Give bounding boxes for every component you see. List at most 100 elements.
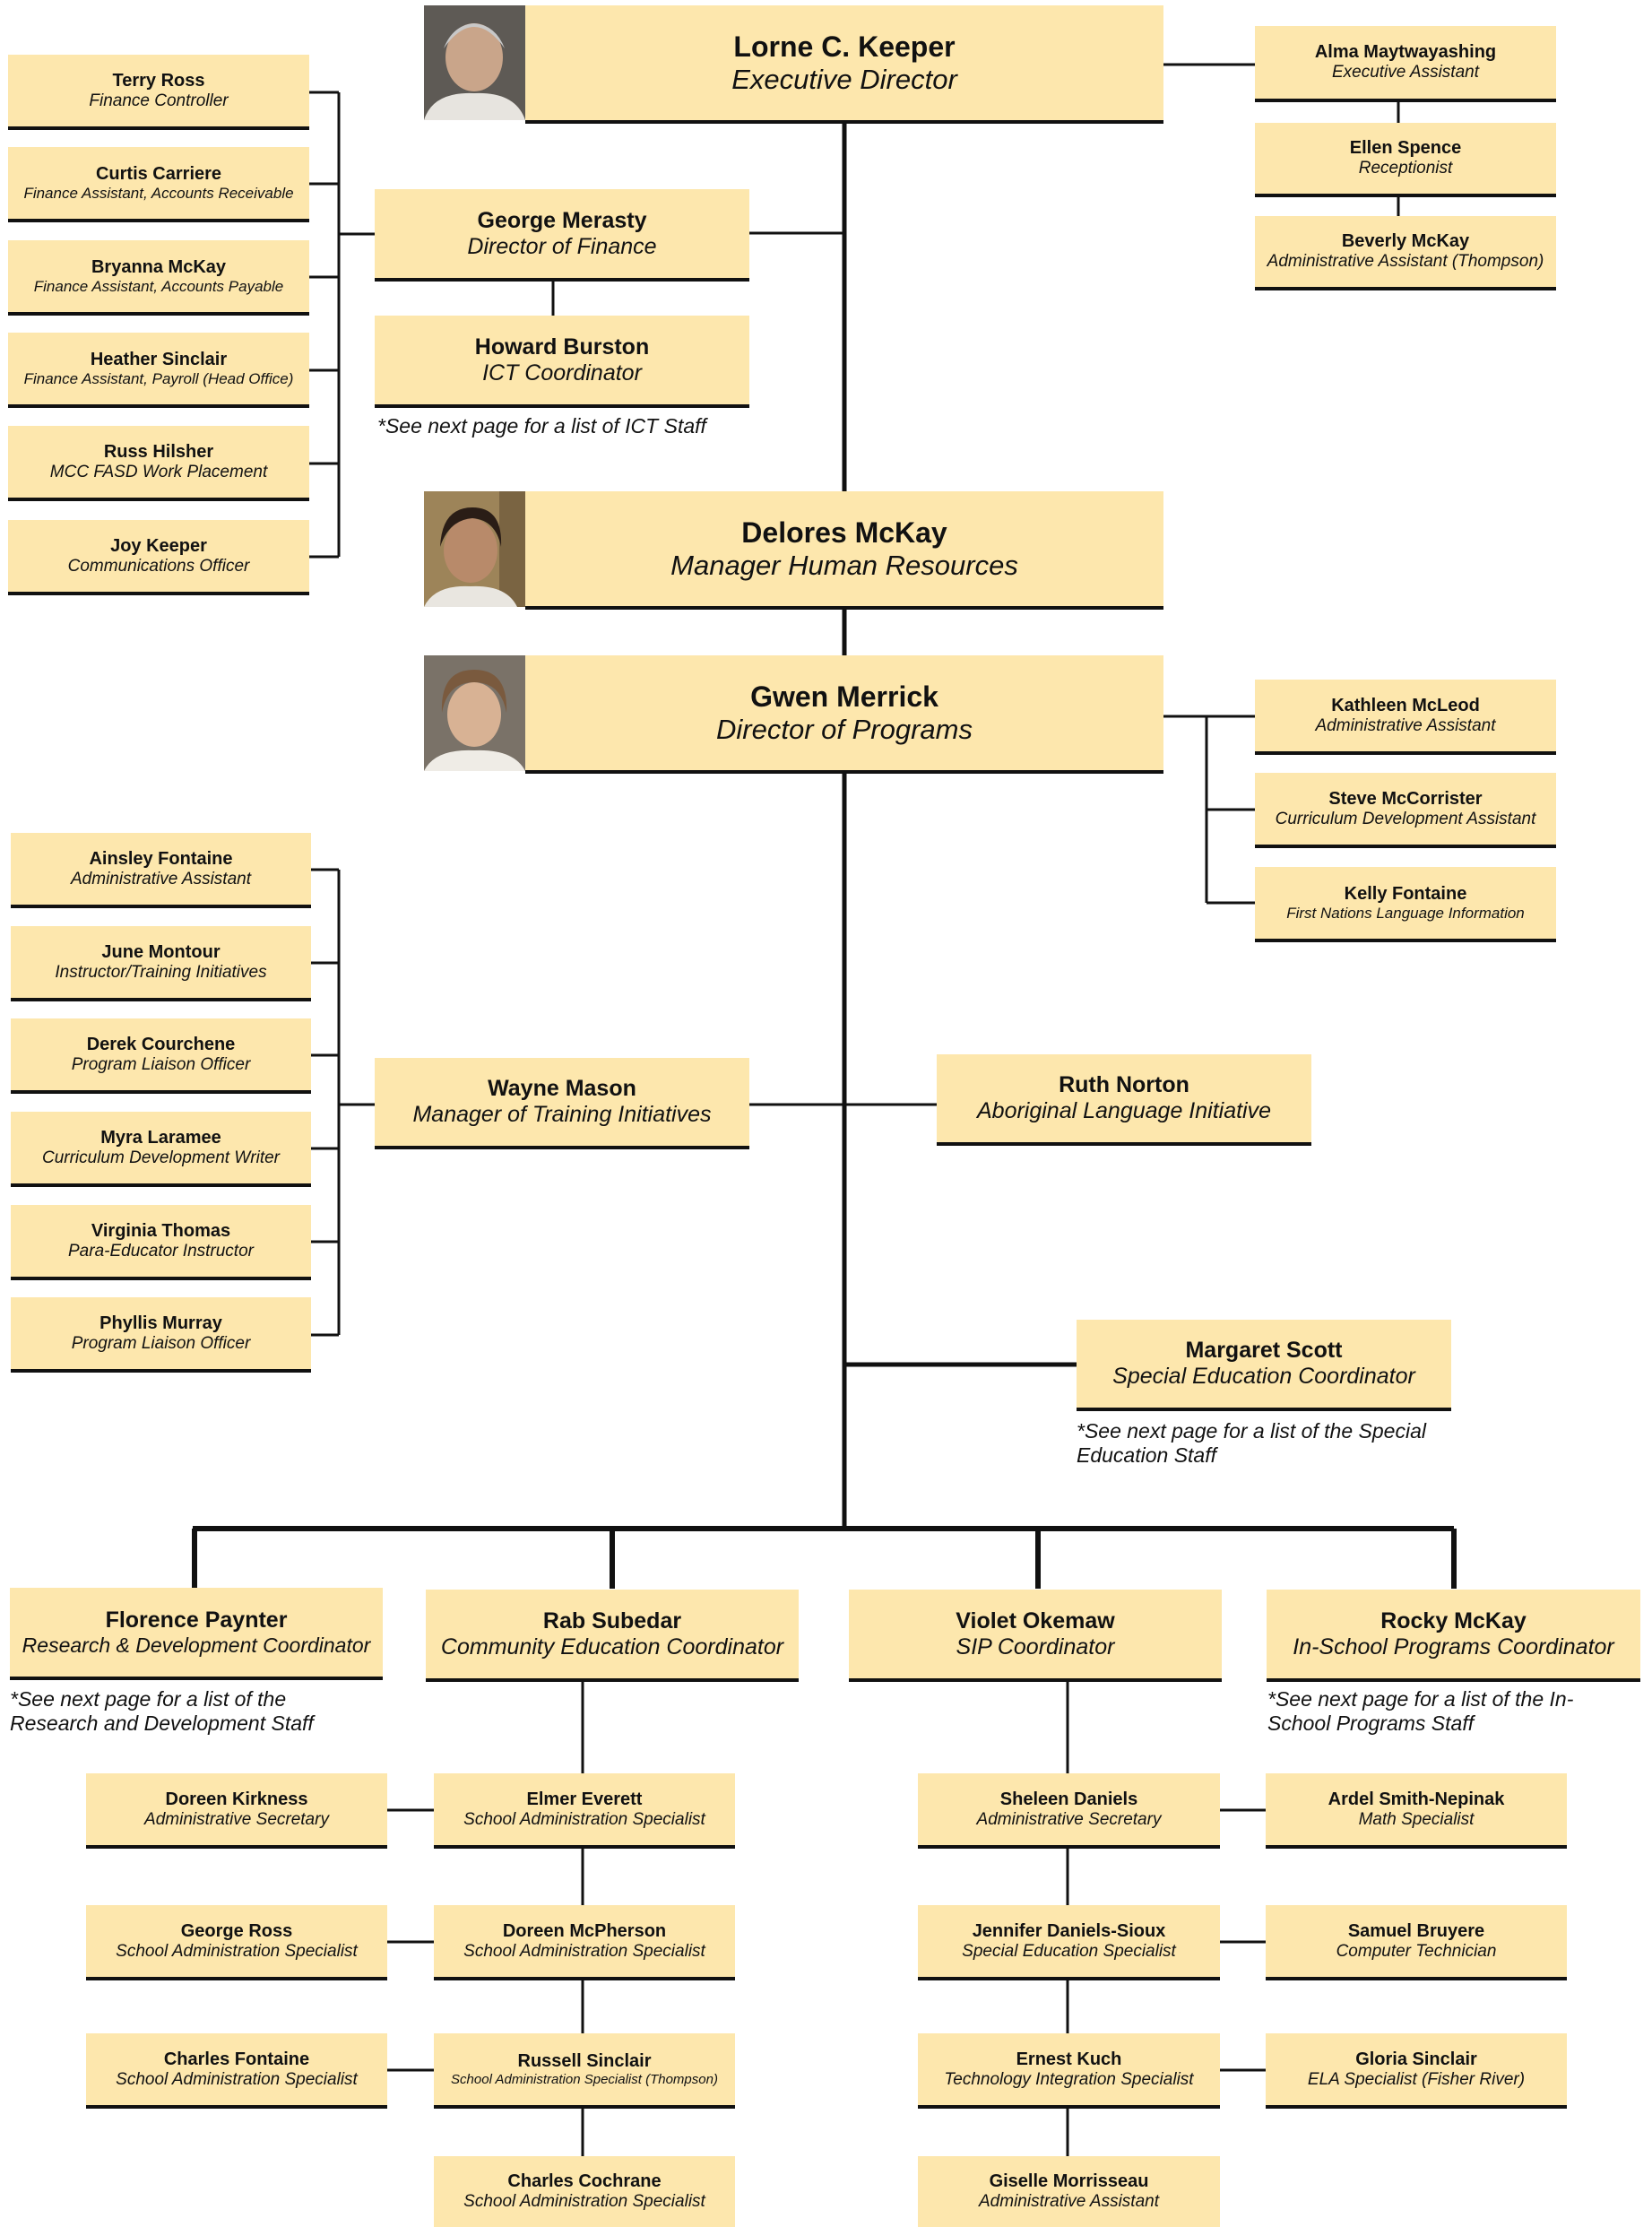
staff-title: Administrative Assistant	[71, 869, 251, 888]
staff-title: School Administration Specialist	[116, 2069, 358, 2089]
staff-name: Bryanna McKay	[91, 256, 227, 277]
sip-staff-box: Giselle Morrisseau Administrative Assist…	[918, 2156, 1220, 2227]
finance-staff-box: Bryanna McKay Finance Assistant, Account…	[8, 240, 309, 316]
programs-director-name: Gwen Merrick	[750, 680, 938, 713]
sip-staff-box: Jennifer Daniels-Sioux Special Education…	[918, 1905, 1220, 1980]
coordinator-title: Research & Development Coordinator	[22, 1633, 371, 1657]
hr-manager-photo	[424, 491, 525, 607]
finance-staff-box: Russ Hilsher MCC FASD Work Placement	[8, 426, 309, 501]
community-side-box: George Ross School Administration Specia…	[86, 1905, 387, 1980]
community-staff-box: Doreen McPherson School Administration S…	[434, 1905, 735, 1980]
executive-title: Executive Director	[731, 63, 957, 95]
ict-name: Howard Burston	[474, 334, 650, 360]
staff-title: MCC FASD Work Placement	[49, 462, 268, 481]
community-staff-box: Russell Sinclair School Administration S…	[434, 2033, 735, 2109]
aboriginal-language-box: Ruth Norton Aboriginal Language Initiati…	[937, 1054, 1311, 1146]
community-side-box: Charles Fontaine School Administration S…	[86, 2033, 387, 2109]
executive-box: Lorne C. Keeper Executive Director	[525, 5, 1163, 124]
staff-title: Finance Assistant, Payroll (Head Office)	[23, 369, 294, 387]
staff-name: Phyllis Murray	[99, 1313, 222, 1333]
training-staff-box: June Montour Instructor/Training Initiat…	[11, 926, 311, 1001]
executive-name: Lorne C. Keeper	[733, 30, 956, 63]
coordinator-note: *See next page for a list of the In-Scho…	[1267, 1687, 1574, 1735]
hr-manager-box: Delores McKay Manager Human Resources	[525, 491, 1163, 610]
finance-staff-box: Joy Keeper Communications Officer	[8, 520, 309, 595]
staff-name: Samuel Bruyere	[1347, 1920, 1485, 1941]
staff-name: Kathleen McLeod	[1331, 695, 1480, 715]
special-ed-title: Special Education Coordinator	[1112, 1364, 1415, 1389]
community-staff-box: Charles Cochrane School Administration S…	[434, 2156, 735, 2227]
staff-name: Beverly McKay	[1341, 231, 1470, 251]
coordinator-box: Florence Paynter Research & Development …	[10, 1588, 383, 1680]
programs-director-photo	[424, 655, 525, 771]
staff-title: Curriculum Development Writer	[41, 1148, 280, 1167]
staff-title: School Administration Specialist	[463, 1941, 705, 1961]
hr-manager-title: Manager Human Resources	[670, 549, 1018, 581]
staff-title: ELA Specialist (Fisher River)	[1307, 2069, 1526, 2089]
staff-name: Joy Keeper	[110, 535, 207, 556]
exec-staff-box: Alma Maytwayashing Executive Assistant	[1255, 26, 1556, 102]
staff-title: Finance Controller	[89, 91, 229, 110]
aboriginal-name: Ruth Norton	[1059, 1072, 1189, 1097]
community-side-box: Doreen Kirkness Administrative Secretary	[86, 1773, 387, 1849]
staff-name: Alma Maytwayashing	[1314, 42, 1497, 62]
staff-title: Program Liaison Officer	[71, 1054, 251, 1074]
special-ed-note: *See next page for a list of the Special…	[1077, 1419, 1426, 1467]
staff-title: Curriculum Development Assistant	[1275, 809, 1536, 828]
coordinator-box: Rab Subedar Community Education Coordina…	[426, 1590, 799, 1682]
training-manager-name: Wayne Mason	[488, 1076, 636, 1101]
staff-name: Ernest Kuch	[1016, 2049, 1122, 2069]
training-manager-box: Wayne Mason Manager of Training Initiati…	[375, 1058, 749, 1149]
staff-name: June Montour	[101, 941, 221, 962]
coordinator-title: In-School Programs Coordinator	[1293, 1633, 1614, 1659]
coordinator-name: Rab Subedar	[542, 1607, 682, 1633]
staff-title: Administrative Secretary	[144, 1809, 329, 1829]
sip-side-box: Samuel Bruyere Computer Technician	[1266, 1905, 1567, 1980]
staff-name: Sheleen Daniels	[999, 1789, 1138, 1809]
community-staff-box: Elmer Everett School Administration Spec…	[434, 1773, 735, 1849]
programs-director-box: Gwen Merrick Director of Programs	[525, 655, 1163, 774]
ict-box: Howard Burston ICT Coordinator	[375, 316, 749, 408]
finance-staff-box: Curtis Carriere Finance Assistant, Accou…	[8, 147, 309, 222]
training-staff-box: Derek Courchene Program Liaison Officer	[11, 1018, 311, 1094]
staff-name: Russell Sinclair	[517, 2051, 652, 2071]
staff-title: Communications Officer	[67, 556, 250, 576]
training-staff-box: Ainsley Fontaine Administrative Assistan…	[11, 833, 311, 908]
staff-name: Charles Fontaine	[163, 2049, 310, 2069]
staff-name: George Ross	[180, 1920, 293, 1941]
exec-staff-box: Ellen Spence Receptionist	[1255, 123, 1556, 197]
staff-name: Ainsley Fontaine	[89, 848, 233, 869]
staff-title: Finance Assistant, Accounts Receivable	[23, 184, 294, 202]
ict-title: ICT Coordinator	[482, 360, 642, 386]
aboriginal-title: Aboriginal Language Initiative	[976, 1098, 1271, 1123]
training-manager-title: Manager of Training Initiatives	[412, 1102, 712, 1127]
coordinator-title: SIP Coordinator	[956, 1633, 1115, 1659]
training-staff-box: Phyllis Murray Program Liaison Officer	[11, 1297, 311, 1373]
coordinator-name: Violet Okemaw	[956, 1607, 1115, 1633]
staff-name: Derek Courchene	[86, 1034, 236, 1054]
staff-name: Giselle Morrisseau	[989, 2171, 1149, 2191]
staff-name: Kelly Fontaine	[1344, 883, 1467, 904]
staff-title: Finance Assistant, Accounts Payable	[33, 277, 284, 295]
programs-staff-box: Kelly Fontaine First Nations Language In…	[1255, 867, 1556, 942]
finance-staff-box: Terry Ross Finance Controller	[8, 55, 309, 130]
staff-name: Charles Cochrane	[507, 2171, 662, 2191]
staff-name: Russ Hilsher	[103, 441, 214, 462]
staff-title: Math Specialist	[1358, 1809, 1475, 1829]
staff-name: Terry Ross	[112, 70, 205, 91]
sip-staff-box: Ernest Kuch Technology Integration Speci…	[918, 2033, 1220, 2109]
special-ed-name: Margaret Scott	[1185, 1338, 1343, 1363]
staff-title: School Administration Specialist	[463, 2192, 705, 2211]
staff-title: Technology Integration Specialist	[944, 2069, 1194, 2089]
finance-staff-box: Heather Sinclair Finance Assistant, Payr…	[8, 333, 309, 408]
staff-title: School Administration Specialist	[463, 1809, 705, 1829]
sip-side-box: Ardel Smith-Nepinak Math Specialist	[1266, 1773, 1567, 1849]
staff-title: Special Education Specialist	[962, 1941, 1176, 1961]
staff-title: Administrative Assistant	[1315, 715, 1496, 735]
staff-title: Computer Technician	[1336, 1941, 1497, 1961]
programs-staff-box: Steve McCorrister Curriculum Development…	[1255, 773, 1556, 848]
staff-title: Administrative Assistant (Thompson)	[1267, 252, 1544, 271]
coordinator-note: *See next page for a list of the Researc…	[10, 1687, 314, 1735]
staff-name: Doreen McPherson	[502, 1920, 667, 1941]
executive-photo	[424, 5, 525, 120]
